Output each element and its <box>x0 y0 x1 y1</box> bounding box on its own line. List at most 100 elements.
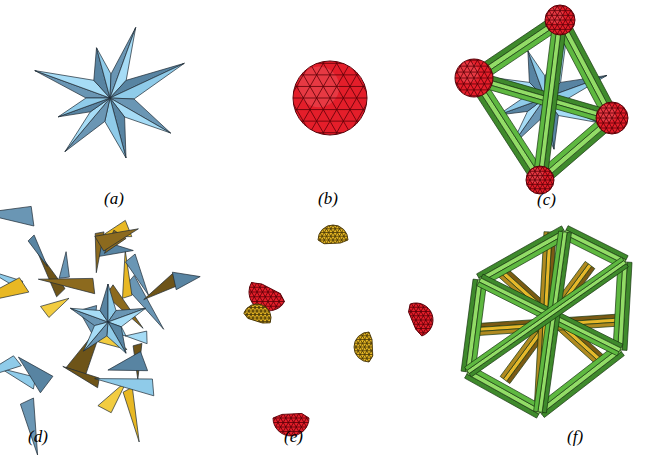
mesh-line <box>610 105 631 141</box>
facet <box>58 98 110 117</box>
facet <box>41 298 70 317</box>
mesh-line <box>325 226 341 253</box>
mesh-line <box>336 74 384 157</box>
mesh-line <box>346 79 394 162</box>
mesh-line <box>523 160 541 192</box>
mesh-line <box>398 298 433 299</box>
mesh-line <box>282 155 378 156</box>
mesh-line <box>309 217 325 244</box>
mesh-line <box>562 0 582 30</box>
mesh-line <box>538 0 558 30</box>
mesh-line <box>262 391 281 423</box>
mesh-line <box>306 56 354 139</box>
mesh-line <box>392 296 410 327</box>
mesh-line <box>272 395 309 396</box>
mesh-line <box>534 0 554 28</box>
mesh-line <box>449 60 498 61</box>
mesh-line <box>446 48 471 91</box>
mesh-line <box>276 74 324 157</box>
facet <box>110 63 184 99</box>
mesh-line <box>266 33 314 116</box>
mesh-line <box>315 232 331 259</box>
mesh-line <box>512 153 530 185</box>
mesh-line <box>242 328 271 329</box>
mesh-line <box>398 341 433 342</box>
tube <box>467 370 541 414</box>
mesh-line <box>541 38 580 39</box>
mesh-line <box>258 275 278 309</box>
mesh-line <box>591 143 633 144</box>
mesh-line <box>512 175 530 207</box>
mesh-line <box>477 66 502 109</box>
mesh-line <box>407 305 425 336</box>
mesh-line <box>449 48 498 49</box>
mesh-line <box>282 51 378 52</box>
mesh-line <box>250 305 265 330</box>
mesh-line <box>242 325 271 326</box>
mesh-line <box>338 234 354 261</box>
mesh-line <box>571 15 591 49</box>
mesh-line <box>293 395 312 427</box>
facet <box>28 235 47 267</box>
mesh-line <box>317 247 348 248</box>
mesh-line <box>325 226 341 253</box>
mesh-line <box>462 57 487 100</box>
mesh-line <box>242 335 271 336</box>
mesh-line <box>256 85 304 168</box>
geodesic-sphere <box>580 87 644 148</box>
mesh-line <box>522 162 558 163</box>
mesh-line <box>235 314 250 339</box>
facet <box>172 272 200 290</box>
mesh-line <box>550 153 568 185</box>
mesh-line <box>462 57 487 100</box>
mesh-line <box>345 324 361 351</box>
mesh-line <box>270 282 290 316</box>
mesh-line <box>591 103 633 104</box>
mesh-line <box>541 1 580 2</box>
mesh-line <box>623 87 644 123</box>
mesh-line <box>374 326 390 353</box>
mesh-line <box>541 5 580 6</box>
panel-label: (e) <box>284 427 303 447</box>
mesh-line <box>418 311 436 342</box>
facet <box>94 48 110 98</box>
mesh-line <box>248 273 288 274</box>
mesh-line <box>615 107 636 143</box>
fragment-outline <box>243 300 275 326</box>
tube <box>469 264 628 377</box>
mesh-line <box>351 339 367 366</box>
mesh-line <box>254 273 274 307</box>
mesh-line <box>623 112 644 148</box>
mesh-line <box>472 63 497 106</box>
mesh-line <box>276 39 324 122</box>
mesh-line <box>265 314 280 339</box>
mesh-line <box>602 100 623 136</box>
tube <box>465 257 624 370</box>
mesh-line <box>426 315 444 346</box>
mesh-line <box>392 313 410 344</box>
tube <box>477 226 564 278</box>
facet <box>63 366 100 387</box>
facet <box>108 352 148 371</box>
panel-label: (b) <box>318 189 338 209</box>
sphere-fragment <box>389 294 443 346</box>
mesh-line <box>398 332 433 333</box>
sphere-fragment <box>235 297 280 340</box>
mesh-line <box>306 56 354 139</box>
mesh-line <box>262 312 277 337</box>
mesh-line <box>591 93 633 94</box>
sphere-outline <box>293 61 367 135</box>
mesh-line <box>520 158 538 190</box>
mesh-line <box>562 10 582 44</box>
mesh-line <box>530 15 550 49</box>
mesh-line <box>250 305 265 330</box>
mesh-line <box>538 10 558 44</box>
mesh-line <box>396 311 414 342</box>
facet <box>97 48 112 98</box>
facet <box>38 278 94 293</box>
sphere-outline <box>545 5 575 35</box>
mesh-line <box>351 328 367 355</box>
panel-label: (a) <box>104 189 124 209</box>
facet <box>58 98 110 117</box>
facet <box>100 284 108 322</box>
